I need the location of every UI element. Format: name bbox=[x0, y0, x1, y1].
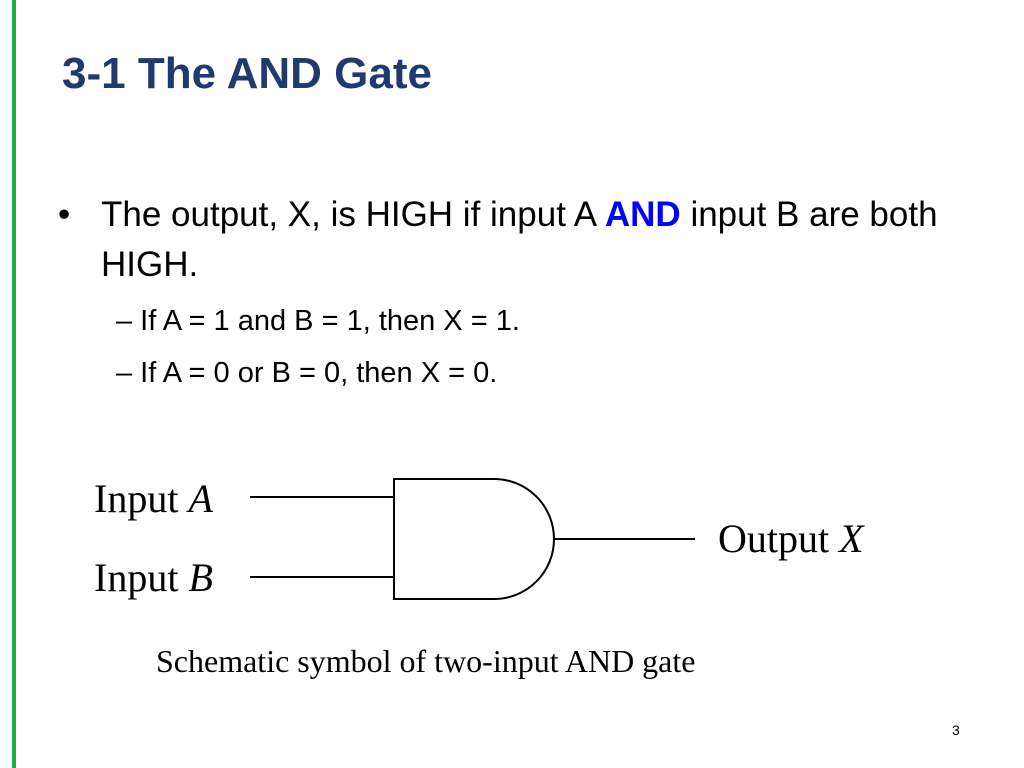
bullet-text: The output, X, is HIGH if input A AND in… bbox=[101, 190, 978, 290]
sub-bullet-1: – If A = 1 and B = 1, then X = 1. bbox=[116, 305, 520, 337]
slide-title: 3-1 The AND Gate bbox=[62, 49, 433, 98]
sub-bullet-2: – If A = 0 or B = 0, then X = 0. bbox=[116, 357, 498, 389]
input-b-variable: B bbox=[188, 555, 212, 600]
page-number: 3 bbox=[952, 722, 960, 738]
and-gate-symbol bbox=[393, 478, 555, 600]
input-a-word: Input bbox=[94, 476, 178, 521]
diagram-caption: Schematic symbol of two-input AND gate bbox=[156, 643, 696, 679]
output-variable: X bbox=[837, 516, 865, 561]
output-word: Output bbox=[718, 516, 829, 561]
bullet-item: • The output, X, is HIGH if input A AND … bbox=[58, 190, 978, 290]
bullet-emphasis: AND bbox=[604, 195, 681, 234]
input-a-label: Input A bbox=[94, 476, 213, 521]
input-b-label: Input B bbox=[94, 555, 213, 600]
output-label: Output X bbox=[718, 516, 865, 561]
input-b-word: Input bbox=[94, 555, 178, 600]
bullet-text-before: The output, X, is HIGH if input A bbox=[101, 195, 596, 234]
accent-bar bbox=[12, 0, 16, 768]
input-a-variable: A bbox=[185, 476, 213, 521]
bullet-marker: • bbox=[58, 195, 71, 234]
bullet-text-after: input B are both HIGH. bbox=[101, 195, 938, 284]
and-gate-diagram: Input A Input B Output X bbox=[94, 476, 865, 600]
